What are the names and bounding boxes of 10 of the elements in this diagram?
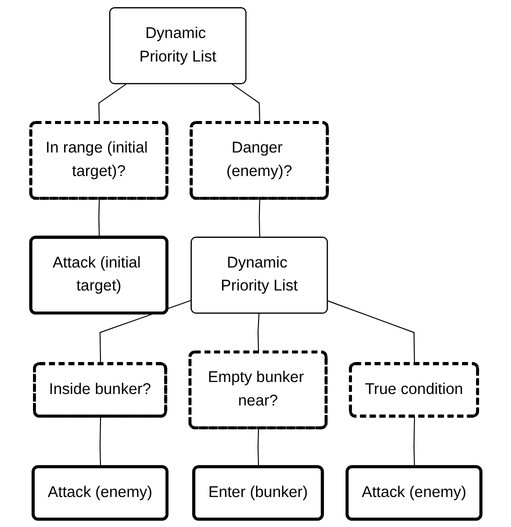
connector	[98, 198, 100, 238]
connector	[413, 416, 415, 468]
connector	[99, 416, 101, 468]
connector	[326, 300, 415, 365]
connector	[258, 198, 260, 238]
connector	[99, 300, 192, 365]
connector	[231, 84, 260, 124]
connector	[257, 428, 259, 468]
connector	[98, 84, 126, 124]
connector	[257, 313, 260, 353]
